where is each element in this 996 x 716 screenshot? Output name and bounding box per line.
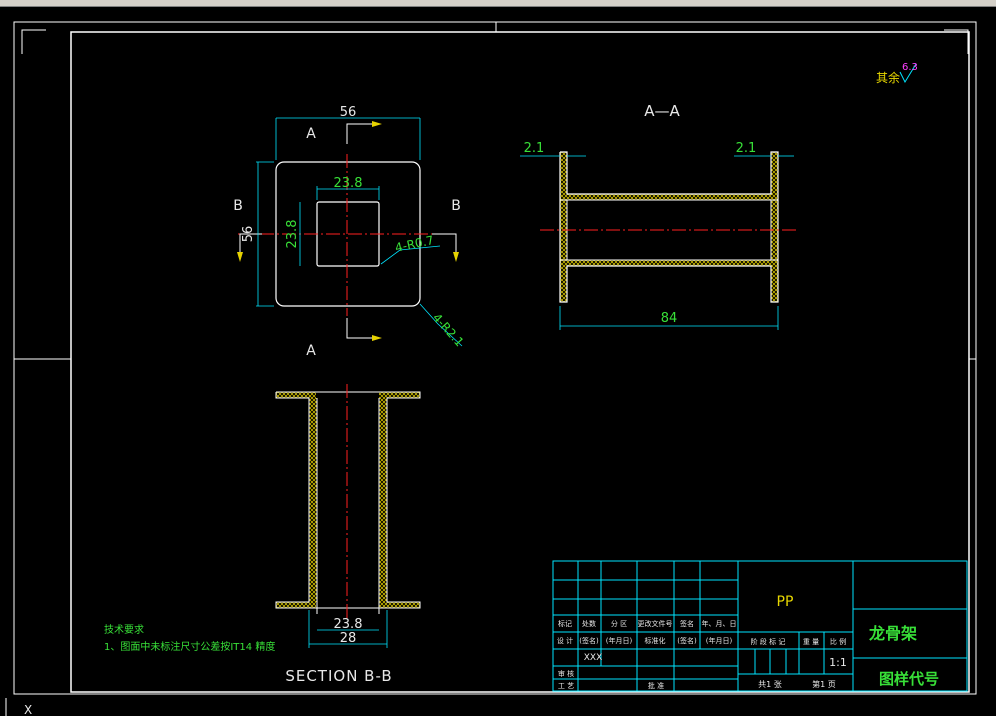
dim-text-inner-height: 23.8	[285, 220, 300, 249]
leader-outer-radius	[419, 303, 463, 347]
svg-text:X: X	[24, 703, 32, 716]
technical-notes: 技术要求 1、图面中未标注尺寸公差按IT14 精度	[104, 623, 275, 653]
hatch-flange-right	[771, 152, 778, 302]
cad-drawing-canvas[interactable]: 56 56 23.8 23.8 4-R0.7 4-R2.1 A A B B A—…	[0, 6, 996, 716]
leader-inner-radius	[380, 245, 441, 265]
hatch-top-flange-right	[379, 392, 420, 398]
cell-label: 年、月、日	[702, 619, 737, 628]
corner-mark-tr	[944, 29, 969, 54]
dim-text-width: 56	[340, 105, 357, 120]
cell-label: 更改文件号	[638, 619, 673, 628]
section-label-b-right: B	[451, 198, 461, 214]
section-label-a-top: A	[306, 126, 316, 142]
dim-text-length: 84	[661, 311, 678, 326]
view-section-bb: 23.8 28 SECTION B-B	[275, 384, 421, 685]
dim-text-bb-outer: 28	[340, 631, 357, 646]
cell-label: 比 例	[830, 637, 846, 646]
material-label: PP	[777, 594, 794, 610]
dim-text-height: 56	[241, 226, 256, 243]
notes-heading: 技术要求	[104, 623, 144, 636]
bb-outline	[275, 391, 421, 609]
section-label-b-left: B	[233, 198, 243, 214]
outer-frame	[13, 21, 977, 695]
part-name: 龙骨架	[868, 624, 917, 643]
section-line-b-left	[239, 233, 262, 258]
section-line-a-top	[346, 123, 378, 144]
hatch-wall-right	[379, 398, 387, 602]
section-arrow-b-left	[237, 252, 243, 262]
cell-label: 设 计	[557, 636, 573, 645]
cell-label: (签名)	[677, 636, 697, 645]
dim-text-flange-left: 2.1	[524, 141, 545, 156]
view-bb-title: SECTION B-B	[285, 667, 392, 685]
dim-text-outer-radius: 4-R2.1	[430, 311, 467, 350]
hatch-bottom-flange-left	[276, 602, 316, 608]
cell-label: 签名	[680, 619, 694, 628]
audit-label: 审 核	[558, 669, 574, 678]
cell-label: 阶 段 标 记	[751, 637, 786, 646]
hatch-bottom-flange-right	[379, 602, 420, 608]
section-arrow-b-right	[453, 252, 459, 262]
cell-label: (年月日)	[706, 636, 733, 645]
sheet-number: 第1 页	[812, 679, 836, 689]
dim-text-inner-width: 23.8	[334, 176, 363, 191]
scale-value: 1:1	[829, 656, 847, 669]
section-label-a-bottom: A	[306, 343, 316, 359]
hatch-tube-top	[567, 194, 771, 200]
cell-label: (签名)	[579, 636, 599, 645]
section-line-a-bottom	[346, 318, 378, 339]
drawing-code: 图样代号	[879, 670, 939, 688]
hatch-wall-left	[309, 398, 317, 602]
hatch-top-flange-left	[276, 392, 316, 398]
process-label: 工 艺	[558, 682, 574, 690]
ucs-icon: X	[5, 698, 32, 716]
view-front: 56 56 23.8 23.8 4-R0.7 4-R2.1 A A B B	[233, 105, 466, 359]
window-top-edge	[0, 0, 996, 7]
cell-label: 标记	[558, 619, 572, 628]
hatch-flange-left	[560, 152, 567, 302]
section-line-b-right	[432, 233, 457, 258]
section-arrow-a-bottom	[372, 335, 382, 341]
approve-label: 批 准	[648, 681, 664, 690]
roughness-icon	[899, 63, 917, 84]
roughness-value: 6.3	[902, 62, 918, 73]
view-section-aa: A—A 2.1 2.1 84	[520, 102, 798, 330]
cell-label: 分 区	[611, 619, 627, 628]
cell-label: 处数	[582, 619, 596, 628]
sheets-total: 共1 张	[758, 680, 782, 689]
notes-line-1: 1、图面中未标注尺寸公差按IT14 精度	[104, 640, 275, 653]
roughness-label: 其余	[876, 70, 900, 85]
dim-text-bb-inner: 23.8	[334, 617, 363, 632]
dim-text-inner-radius: 4-R0.7	[394, 233, 435, 255]
designer-name: XXX	[584, 653, 603, 663]
cell-label: 重 量	[803, 638, 819, 646]
inner-frame	[70, 31, 970, 693]
view-aa-title: A—A	[644, 102, 680, 120]
cell-label: (年月日)	[606, 636, 633, 645]
corner-mark-tl	[21, 29, 46, 54]
section-arrow-a-top	[372, 121, 382, 127]
title-block: 标记 处数 分 区 更改文件号 签名 年、月、日 设 计 (签名) (年月日) …	[552, 560, 968, 692]
title-block-frame	[552, 560, 968, 692]
roughness-note: 其余 6.3	[876, 62, 918, 85]
hatch-tube-bottom	[567, 260, 771, 266]
cell-label: 标准化	[645, 636, 666, 645]
aa-outline-top	[559, 151, 779, 303]
dim-text-flange-right: 2.1	[736, 141, 757, 156]
